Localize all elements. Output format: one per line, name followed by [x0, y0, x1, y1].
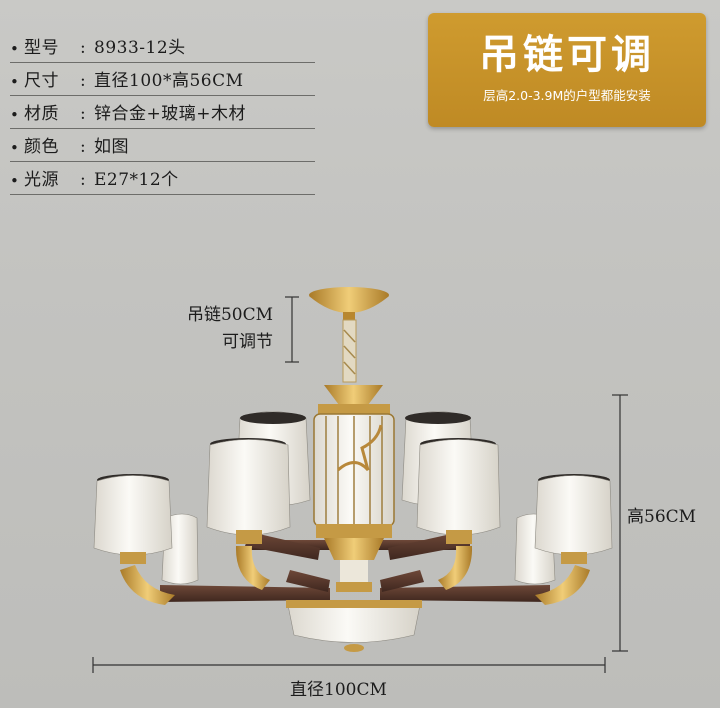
central-lantern [313, 385, 395, 592]
chain-dimension-bracket [285, 296, 299, 363]
chain-length-label: 吊链50CM 可调节 [165, 302, 273, 356]
bottom-glass-bowl [286, 600, 422, 652]
spec-row-material: • 材质 : 锌合金+玻璃+木材 [10, 96, 315, 129]
spec-label: 尺寸 [24, 71, 59, 91]
bullet-dot: • [10, 172, 20, 190]
spec-label: 型号 [24, 38, 59, 58]
spec-value: 直径100*高56CM [94, 71, 244, 91]
chain-rod [342, 319, 357, 383]
spec-value: 锌合金+玻璃+木材 [94, 104, 246, 124]
spec-colon: : [80, 71, 87, 91]
width-dimension-bracket [92, 657, 606, 673]
spec-label: 材质 [24, 104, 59, 124]
bullet-dot: • [10, 106, 20, 124]
spec-row-color: • 颜色 : 如图 [10, 129, 315, 162]
spec-list: • 型号 : 8933-12头 • 尺寸 : 直径100*高56CM • 材质 … [10, 34, 315, 195]
spec-value: 8933-12头 [94, 38, 186, 58]
badge-title: 吊链可调 [479, 32, 655, 78]
spec-colon: : [80, 38, 87, 58]
spec-row-size: • 尺寸 : 直径100*高56CM [10, 63, 315, 96]
diameter-label: 直径100CM [290, 680, 387, 700]
spec-value: E27*12个 [94, 170, 179, 190]
spec-value: 如图 [94, 137, 129, 157]
chain-adjustable-text: 可调节 [222, 332, 273, 352]
bullet-dot: • [10, 73, 20, 91]
spec-row-model: • 型号 : 8933-12头 [10, 34, 315, 63]
spec-colon: : [80, 137, 87, 157]
wood-arms-front [120, 532, 590, 605]
spec-colon: : [80, 104, 87, 124]
bullet-dot: • [10, 139, 20, 157]
shades-front-row [93, 438, 613, 564]
height-dimension-bracket [612, 394, 628, 652]
height-label: 高56CM [627, 507, 697, 527]
spec-label: 光源 [24, 170, 59, 190]
bullet-dot: • [10, 40, 20, 58]
spec-colon: : [80, 170, 87, 190]
spec-label: 颜色 [24, 137, 59, 157]
adjustable-chain-badge: 吊链可调 层高2.0-3.9M的户型都能安装 [428, 13, 706, 127]
chain-length-text: 吊链50CM [186, 305, 273, 325]
spec-row-light-source: • 光源 : E27*12个 [10, 162, 315, 195]
ceiling-canopy [309, 287, 389, 322]
badge-subtitle: 层高2.0-3.9M的户型都能安装 [483, 88, 651, 103]
